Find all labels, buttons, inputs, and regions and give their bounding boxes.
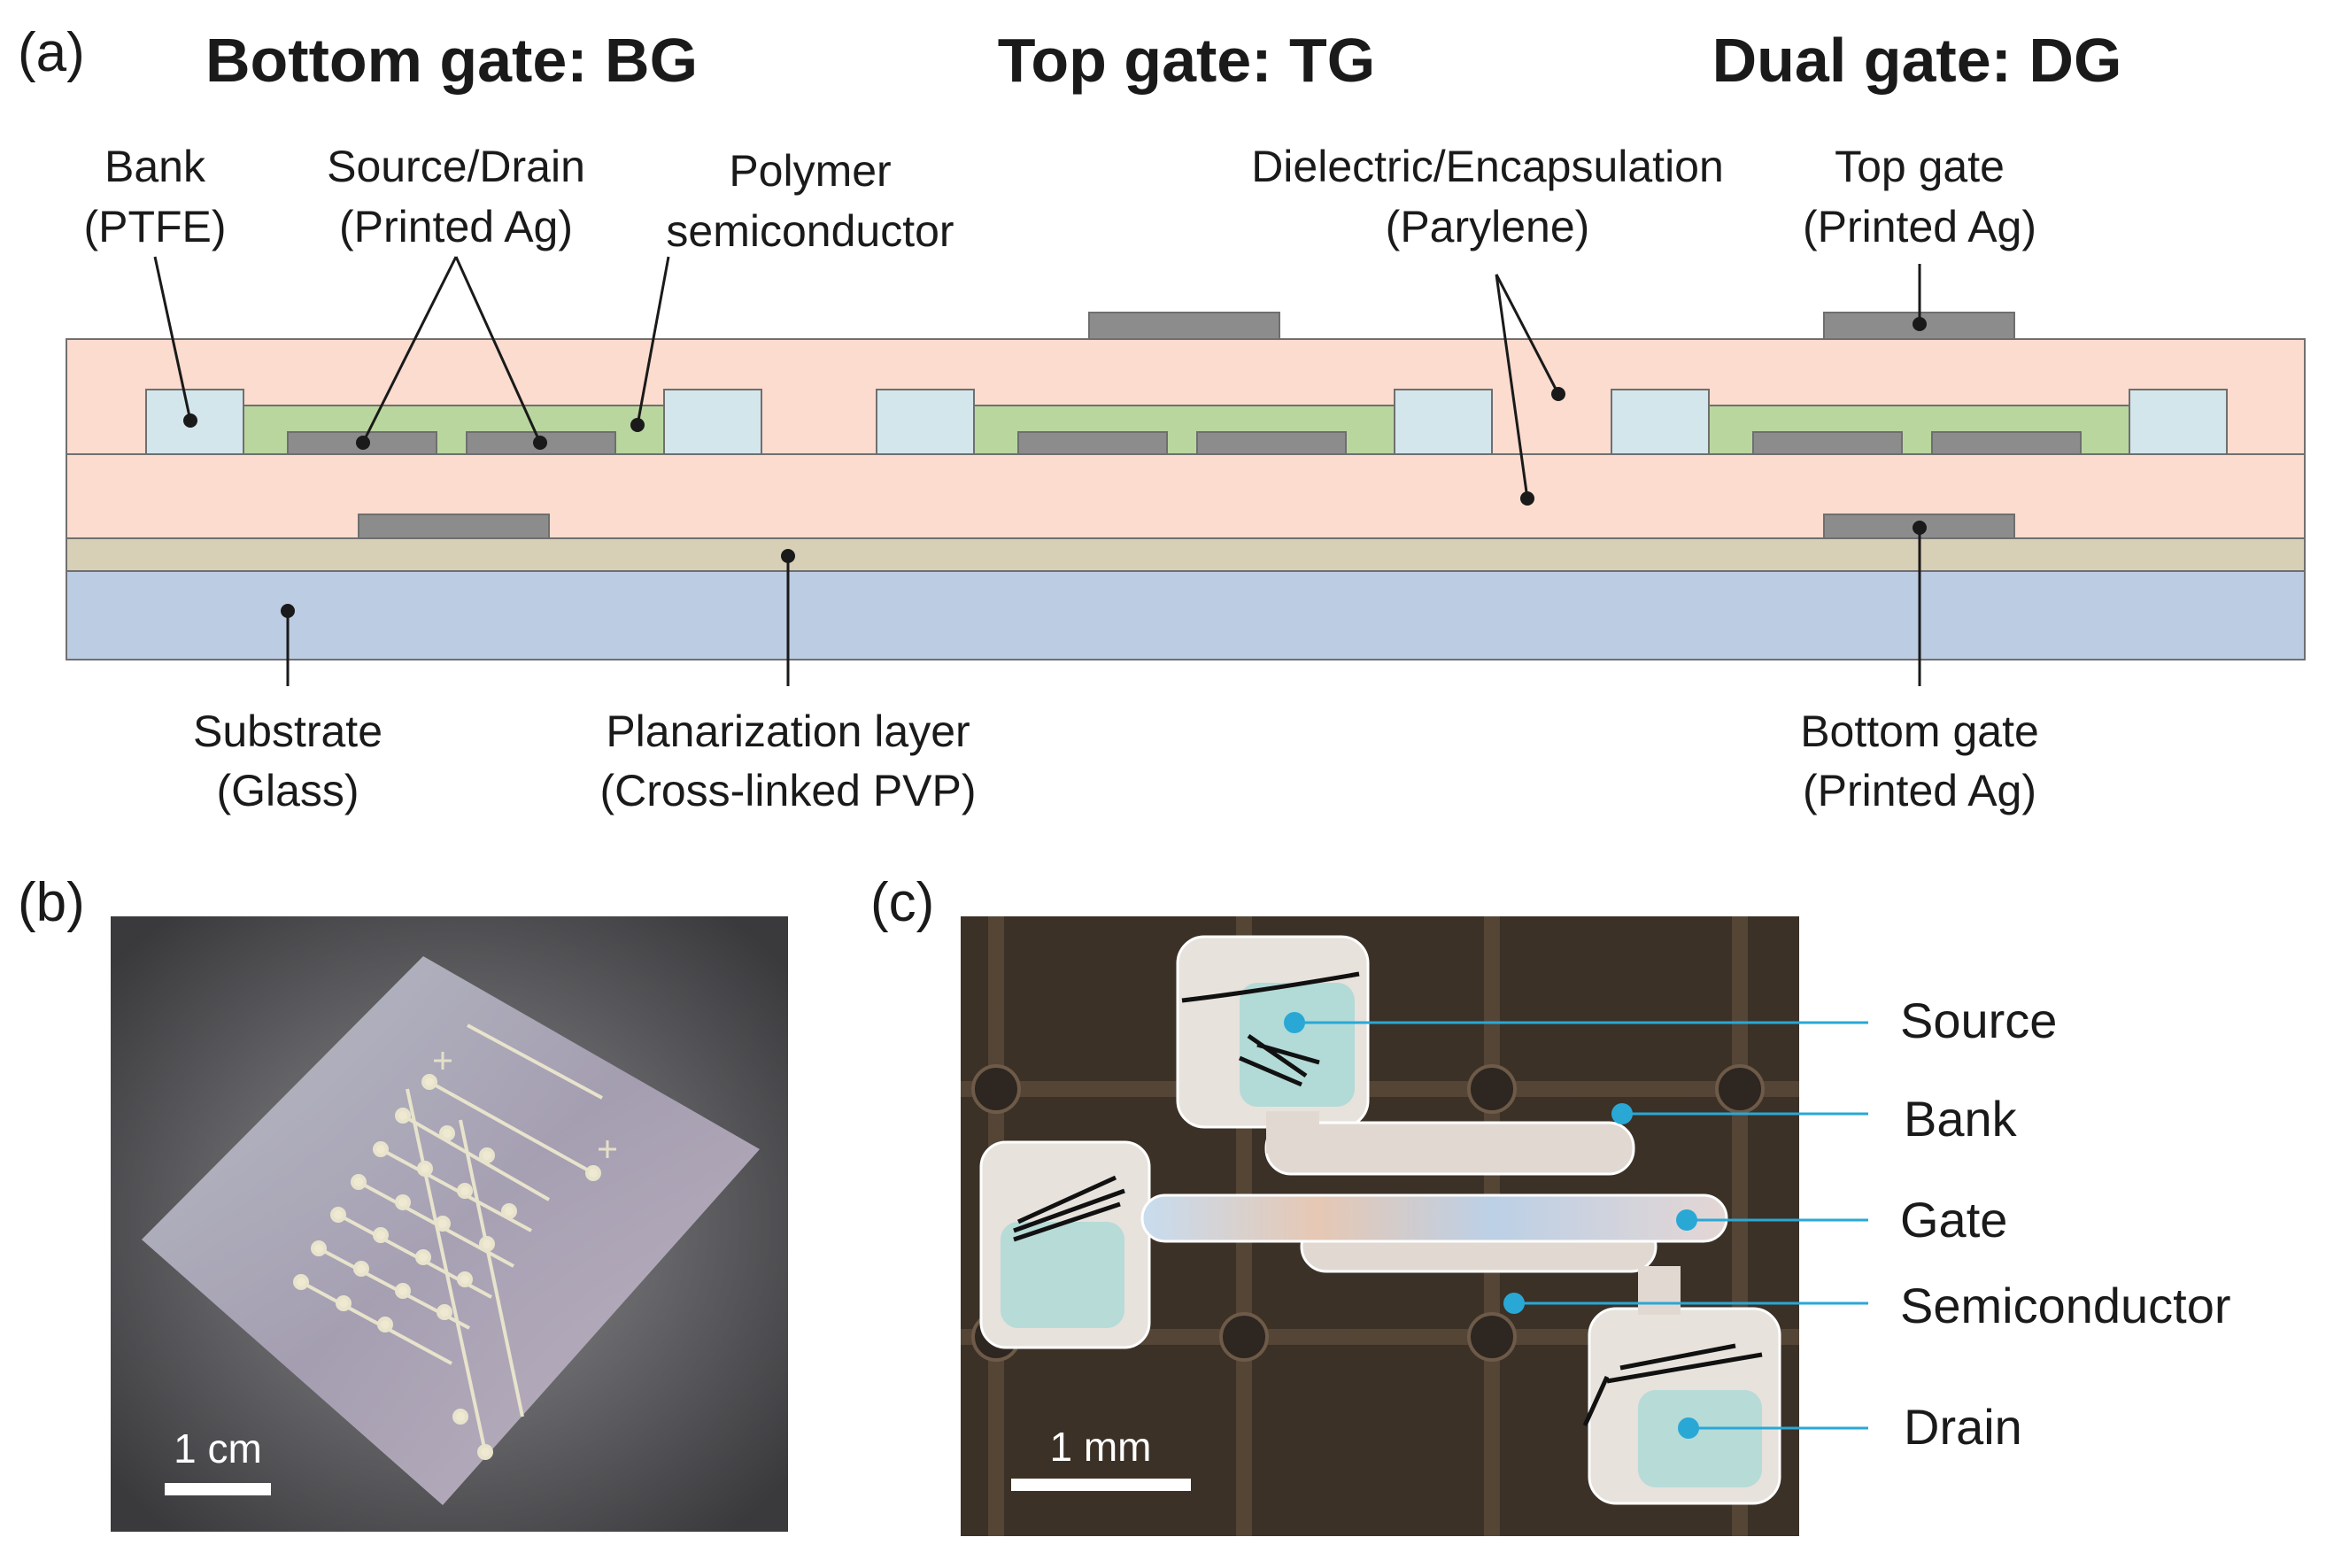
- panel-label-c: (c): [870, 872, 934, 933]
- label-top-gate-material: (Printed Ag): [1803, 202, 2036, 251]
- layer-stack: [66, 312, 2306, 660]
- bank-dg-left: [1611, 389, 1710, 455]
- bank-tg-left: [876, 389, 975, 455]
- label-dielectric: Dielectric/Encapsulation: [1251, 142, 1724, 191]
- bank-bg-right: [663, 389, 762, 455]
- planarization-layer: [66, 537, 2306, 572]
- device-photo: 1 cm: [111, 916, 788, 1532]
- label-substrate-material: (Glass): [216, 766, 359, 815]
- callout-bank: Bank: [1904, 1091, 2018, 1147]
- drain-dg: [1931, 431, 2082, 455]
- label-planarization: Planarization layer: [606, 707, 970, 756]
- source-finger: [1264, 1121, 1635, 1176]
- scale-bar-c: [1011, 1479, 1191, 1491]
- scale-bar-b: [165, 1483, 271, 1495]
- label-bottom-gate: Bottom gate: [1800, 707, 2039, 756]
- label-top-gate: Top gate: [1835, 142, 2005, 191]
- callout-lines: [1284, 1012, 1868, 1439]
- label-substrate: Substrate: [193, 707, 383, 756]
- gate-bottom-bg: [358, 514, 550, 539]
- bank-dg-right: [2129, 389, 2228, 455]
- source-neck: [1266, 1111, 1319, 1154]
- callout-source: Source: [1900, 993, 2057, 1048]
- label-source-drain-material: (Printed Ag): [339, 202, 573, 251]
- scale-label-b: 1 cm: [174, 1425, 262, 1471]
- bank-tg-right: [1394, 389, 1493, 455]
- label-planarization-material: (Cross-linked PVP): [599, 766, 976, 815]
- scale-label-c: 1 mm: [1050, 1424, 1152, 1470]
- label-polymer: Polymer: [729, 146, 891, 196]
- micrograph: 1 mm: [961, 916, 1799, 1536]
- label-semiconductor: semiconductor: [666, 206, 954, 256]
- probe-marks: [1013, 971, 1763, 1427]
- callout-drain: Drain: [1904, 1399, 2022, 1455]
- electrode-array: [293, 1023, 603, 1460]
- label-bank-material: (PTFE): [83, 202, 226, 251]
- drain-pad-tint: [1638, 1390, 1762, 1487]
- label-dielectric-material: (Parylene): [1386, 202, 1590, 251]
- gate-top-tg: [1088, 312, 1280, 340]
- label-bank: Bank: [104, 142, 206, 191]
- substrate-glass: [66, 570, 2306, 660]
- source-pad-tint: [1240, 983, 1355, 1107]
- heading-top-gate: Top gate: TG: [998, 26, 1375, 95]
- panel-label-b: (b): [18, 872, 85, 933]
- alignment-marks: [434, 1052, 616, 1158]
- leader-lines: [153, 256, 1927, 686]
- callout-semiconductor: Semiconductor: [1900, 1278, 2231, 1333]
- panel-label-a: (a): [18, 22, 85, 83]
- label-source-drain: Source/Drain: [327, 142, 585, 191]
- source-tg: [1017, 431, 1168, 455]
- gate-line: [1140, 1193, 1728, 1243]
- callout-gate: Gate: [1900, 1192, 2007, 1247]
- drain-neck: [1638, 1266, 1681, 1315]
- gate-pad-tint: [1001, 1222, 1124, 1328]
- label-bottom-gate-material: (Printed Ag): [1803, 766, 2036, 815]
- drain-tg: [1196, 431, 1347, 455]
- source-dg: [1752, 431, 1903, 455]
- heading-dual-gate: Dual gate: DG: [1712, 26, 2122, 95]
- heading-bottom-gate: Bottom gate: BG: [205, 26, 698, 95]
